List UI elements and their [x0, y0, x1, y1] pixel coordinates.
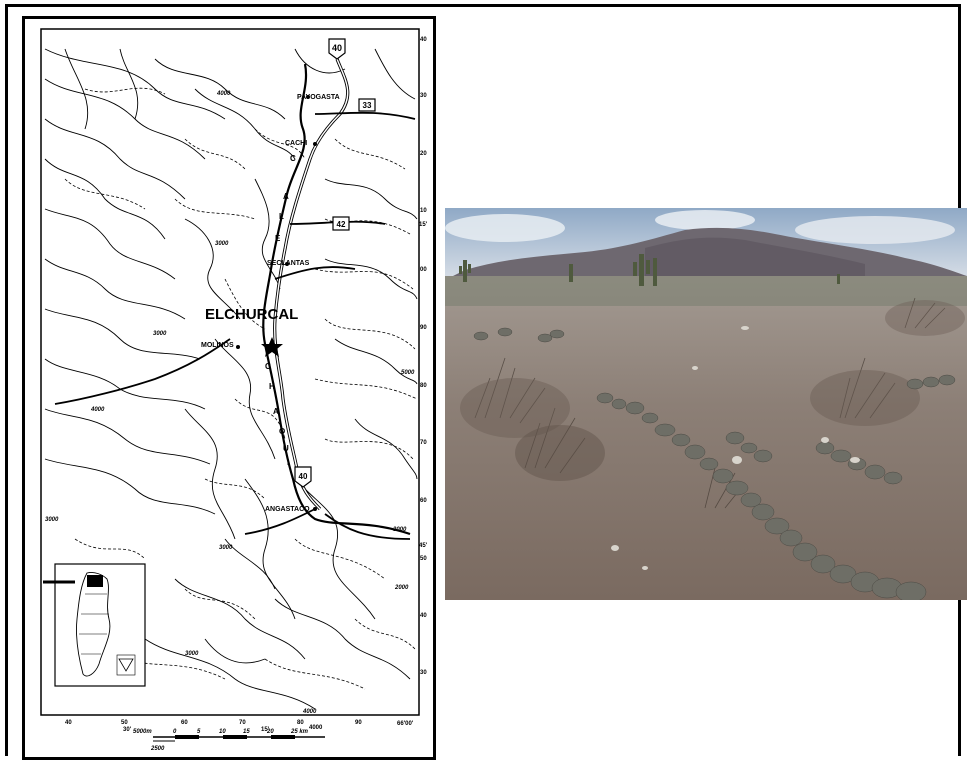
cloud	[795, 216, 955, 244]
right-tick: 60	[420, 498, 427, 504]
bottom-tick: 40	[65, 720, 72, 726]
scale-label: 15	[243, 729, 250, 735]
route-33-text: 33	[363, 101, 372, 110]
route-40-north-text: 40	[332, 43, 342, 53]
river-name-letters: C A L E C H A Q U I	[265, 154, 296, 467]
site-star-icon	[261, 337, 283, 357]
contour-label: 3000	[153, 331, 167, 337]
river-letter: Q	[279, 427, 285, 436]
topographic-map: 40 33 42 40 PAYOGASTA CACHI SECLANTAS EL…	[22, 16, 436, 760]
cloud	[655, 210, 755, 230]
shrub	[810, 370, 920, 426]
secondary-roads	[54, 111, 416, 540]
cactus-icons	[459, 254, 840, 286]
scale-label: 0	[173, 729, 177, 735]
bottom-extra-label: 30'	[123, 727, 132, 733]
contour-label: 4000	[216, 91, 231, 97]
right-axis: 40 30 20 10 00 90 80 70 60 50 40 30 15' …	[397, 37, 428, 727]
river-letter: H	[269, 382, 275, 391]
right-tick: 30	[420, 93, 427, 99]
right-tick: 70	[420, 440, 427, 446]
shrub	[460, 378, 570, 438]
bottom-tick: 60	[181, 720, 188, 726]
right-tick: 00	[420, 267, 427, 273]
route-shield-42: 42	[332, 216, 350, 231]
contour-elevation-labels: 4000 3000 3000 4000 5000 3000 3000 4000 …	[45, 91, 415, 715]
scale-label: 5000m	[133, 729, 152, 735]
cloud	[445, 214, 565, 242]
right-tick: 40	[420, 37, 427, 43]
solid-contours	[44, 48, 418, 710]
right-tick: 10	[420, 208, 427, 214]
right-tick: 50	[420, 556, 427, 562]
right-extra-label: 15'	[419, 222, 428, 228]
bottom-tick: 50	[121, 720, 128, 726]
right-tick: 30	[420, 670, 427, 676]
route-40-south-text: 40	[299, 472, 308, 481]
label-cachi: CACHI	[285, 140, 307, 147]
right-extra-label: 7200	[401, 371, 415, 377]
light-stones	[611, 326, 860, 570]
map-inner-frame	[40, 28, 420, 716]
label-molinos: MOLINOS	[201, 342, 234, 349]
river-letter: A	[283, 192, 289, 201]
river-letter: E	[275, 234, 281, 243]
map-drawing: 40 33 42 40 PAYOGASTA CACHI SECLANTAS EL…	[40, 28, 428, 752]
bottom-tick: 90	[355, 720, 362, 726]
label-angastaco: ANGASTACO	[265, 506, 310, 513]
river-letter: L	[279, 212, 284, 221]
bottom-axis: 40 50 60 70 80 90 30' 15' 4000	[65, 720, 362, 733]
contour-label: 3000	[45, 517, 59, 523]
scale-label: 5	[197, 729, 201, 735]
label-elchurcal: ELCHURCAL	[205, 306, 298, 323]
route-shield-40-south: 40	[294, 466, 312, 488]
site-photograph	[445, 208, 967, 600]
right-tick: 90	[420, 325, 427, 331]
label-seclantas: SECLANTAS	[267, 260, 310, 267]
scale-label: 20	[266, 729, 274, 735]
contour-label: 4000	[302, 709, 317, 715]
river-letter: I	[287, 458, 289, 467]
scale-label: 25 km	[290, 729, 309, 735]
mountain-shadow	[645, 237, 865, 278]
label-payogasta: PAYOGASTA	[297, 94, 340, 101]
right-extra-label: 66'00'	[397, 721, 414, 727]
contour-label: 4000	[90, 407, 105, 413]
route-shield-33: 33	[358, 98, 376, 112]
inset-locator-map	[43, 563, 146, 687]
contour-label: 3000	[393, 527, 407, 533]
contour-label: 2000	[394, 585, 409, 591]
dashed-contours	[64, 87, 418, 690]
bottom-tick: 70	[239, 720, 246, 726]
bottom-extra-label: 15'	[261, 727, 270, 733]
contour-label: 3000	[219, 545, 233, 551]
scale-label: 10	[219, 729, 226, 735]
contour-label: 5000	[401, 370, 415, 376]
bottom-tick: 80	[297, 720, 304, 726]
photo-drawing	[445, 208, 967, 600]
ground	[445, 276, 967, 600]
right-tick: 40	[420, 613, 427, 619]
contour-label: 3000	[215, 241, 229, 247]
route-shield-40-north: 40	[328, 38, 346, 60]
route-42-text: 42	[337, 220, 346, 229]
river-letter: C	[290, 154, 296, 163]
distant-scrub	[445, 276, 967, 306]
calchaqui-river	[262, 63, 411, 536]
scale-bar: 5000m 0 5 10 15 20 25 km 2500	[133, 729, 325, 752]
town-markers	[236, 95, 317, 511]
highway-route-40	[273, 58, 350, 511]
shrub	[885, 300, 965, 336]
river-letter: C	[265, 362, 271, 371]
scale-sub-label: 2500	[150, 746, 165, 752]
bottom-extra-label: 4000	[309, 725, 323, 731]
river-letter: A	[273, 407, 279, 416]
contour-label: 3000	[185, 651, 199, 657]
right-tick: 20	[420, 151, 427, 157]
right-tick: 80	[420, 383, 427, 389]
shrub	[515, 425, 605, 481]
right-extra-label: 45'	[419, 543, 428, 549]
river-letter: U	[283, 444, 289, 453]
